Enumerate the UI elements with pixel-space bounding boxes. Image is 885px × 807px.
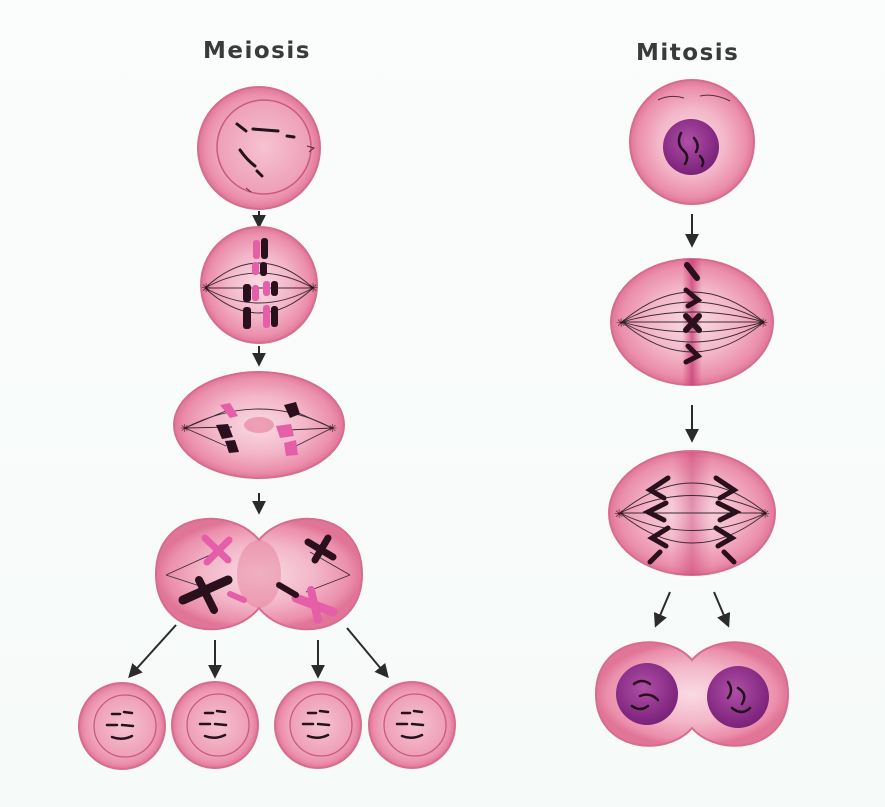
cleavage-zone	[672, 452, 712, 575]
meiosis-daughter-cell	[275, 682, 361, 768]
arrow-down-left	[130, 625, 176, 676]
spindle-pole-left: ✳	[201, 281, 211, 295]
mitosis-metaphase-cell: ✳ ✳	[611, 259, 773, 385]
spindle-pole-left: ✳	[614, 507, 624, 521]
meiosis-daughter-cell	[172, 682, 258, 768]
meiosis-daughter-cell	[369, 682, 455, 768]
spindle-pole-right: ✳	[760, 507, 770, 521]
spindle-pole-right: ✳	[328, 422, 337, 435]
nucleus-right	[707, 666, 769, 728]
meiosis-interphase-cell	[198, 87, 320, 209]
arrow-down-right	[714, 592, 728, 625]
mitosis-anaphase-cell: ✳ ✳	[609, 451, 775, 575]
spindle-pole-left: ✳	[180, 422, 189, 435]
mitosis-daughter-cells	[596, 642, 788, 745]
spindle-pole-left: ✳	[616, 316, 626, 330]
arrow-down-left	[656, 592, 670, 625]
mitosis-interphase-cell	[630, 80, 754, 204]
meiosis-anaphase-I-cell: ✳ ✳	[174, 372, 344, 478]
arrow-down-right	[347, 628, 387, 676]
spindle-pole-right: ✳	[308, 281, 318, 295]
meiosis-metaphase-I-cell: ✳ ✳	[201, 227, 318, 343]
nuclear-envelope	[217, 100, 311, 194]
spindle-pole-right: ✳	[758, 316, 768, 330]
cell-center	[244, 417, 274, 433]
nucleus	[663, 119, 719, 175]
meiosis-telophase-I-cell	[156, 519, 362, 629]
meiosis-daughter-cell	[79, 683, 165, 769]
